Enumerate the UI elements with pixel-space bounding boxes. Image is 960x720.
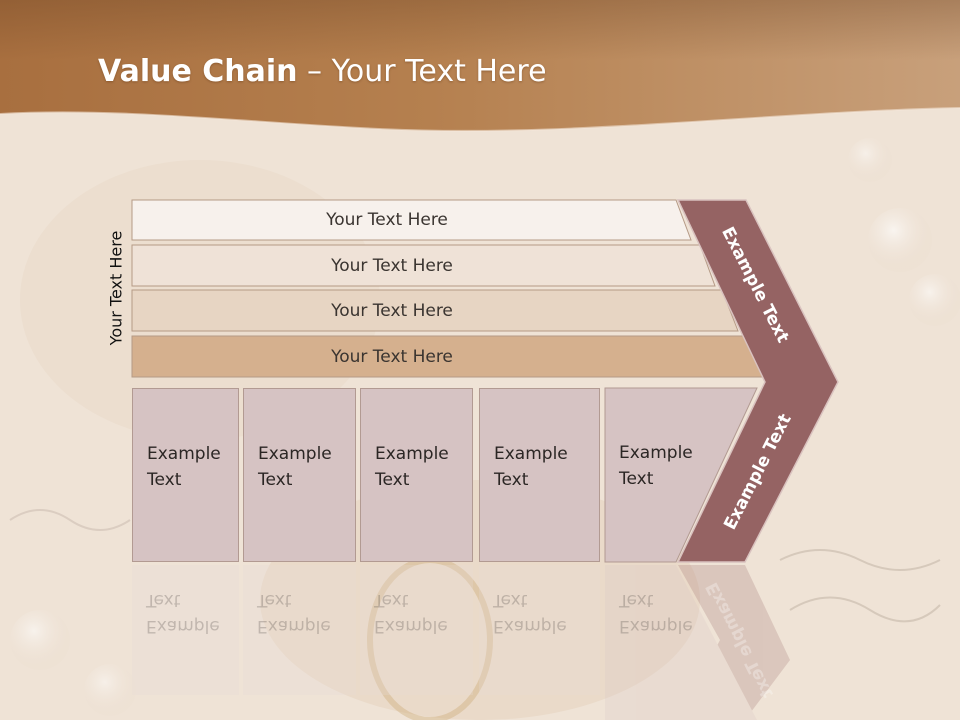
- box-4-line1: Example: [494, 444, 568, 464]
- example-box-5: Example Text: [605, 388, 715, 562]
- row-1-label: Your Text Here: [326, 210, 448, 230]
- box-1-line1: Example: [147, 444, 221, 464]
- box-shape-5: [604, 387, 758, 563]
- row-4-label: Your Text Here: [331, 347, 453, 367]
- box-3-line2: Text: [375, 470, 410, 490]
- box-3-reflection-line1: Example: [374, 616, 448, 636]
- box-5-line1: Example: [619, 443, 693, 463]
- row-shape-2: [131, 244, 716, 287]
- side-label: Your Text Here: [106, 230, 126, 346]
- example-box-3: Example Text: [360, 388, 473, 562]
- box-4-reflection-line1: Example: [493, 616, 567, 636]
- box-3-line1: Example: [375, 444, 449, 464]
- box-5-reflection-line2: Text: [619, 590, 654, 610]
- example-box-2: Example Text: [243, 388, 356, 562]
- example-box-1: Example Text: [132, 388, 239, 562]
- box-2-reflection-line2: Text: [257, 590, 292, 610]
- row-3: Your Text Here: [132, 291, 702, 331]
- row-2: Your Text Here: [132, 246, 702, 286]
- box-1-reflection: Example Text: [132, 565, 239, 695]
- box-3-reflection: Example Text: [360, 565, 473, 695]
- box-4-line2: Text: [494, 470, 529, 490]
- row-4: Your Text Here: [132, 337, 702, 377]
- slide-title: Value Chain – Your Text Here: [98, 54, 547, 89]
- box-2-reflection-line1: Example: [257, 616, 331, 636]
- row-shape-1: [131, 199, 692, 241]
- box-4-reflection-line2: Text: [493, 590, 528, 610]
- row-2-label: Your Text Here: [331, 256, 453, 276]
- example-box-4: Example Text: [479, 388, 600, 562]
- chevron-shape: [676, 199, 839, 563]
- box-1-line2: Text: [147, 470, 182, 490]
- row-shape-3: [131, 289, 739, 332]
- title-bold: Value Chain: [98, 54, 298, 89]
- box-2-reflection: Example Text: [243, 565, 356, 695]
- box-5-reflection-line1: Example: [619, 616, 693, 636]
- row-3-label: Your Text Here: [331, 301, 453, 321]
- box-4-reflection: Example Text: [479, 565, 600, 695]
- box-2-line2: Text: [258, 470, 293, 490]
- box-1-reflection-line2: Text: [146, 590, 181, 610]
- box-5-reflection: Example Text: [605, 565, 715, 695]
- row-1: Your Text Here: [132, 200, 692, 240]
- box-5-line2: Text: [619, 469, 654, 489]
- title-rest: – Your Text Here: [297, 54, 547, 89]
- box-1-reflection-line1: Example: [146, 616, 220, 636]
- box-2-line1: Example: [258, 444, 332, 464]
- box-3-reflection-line2: Text: [374, 590, 409, 610]
